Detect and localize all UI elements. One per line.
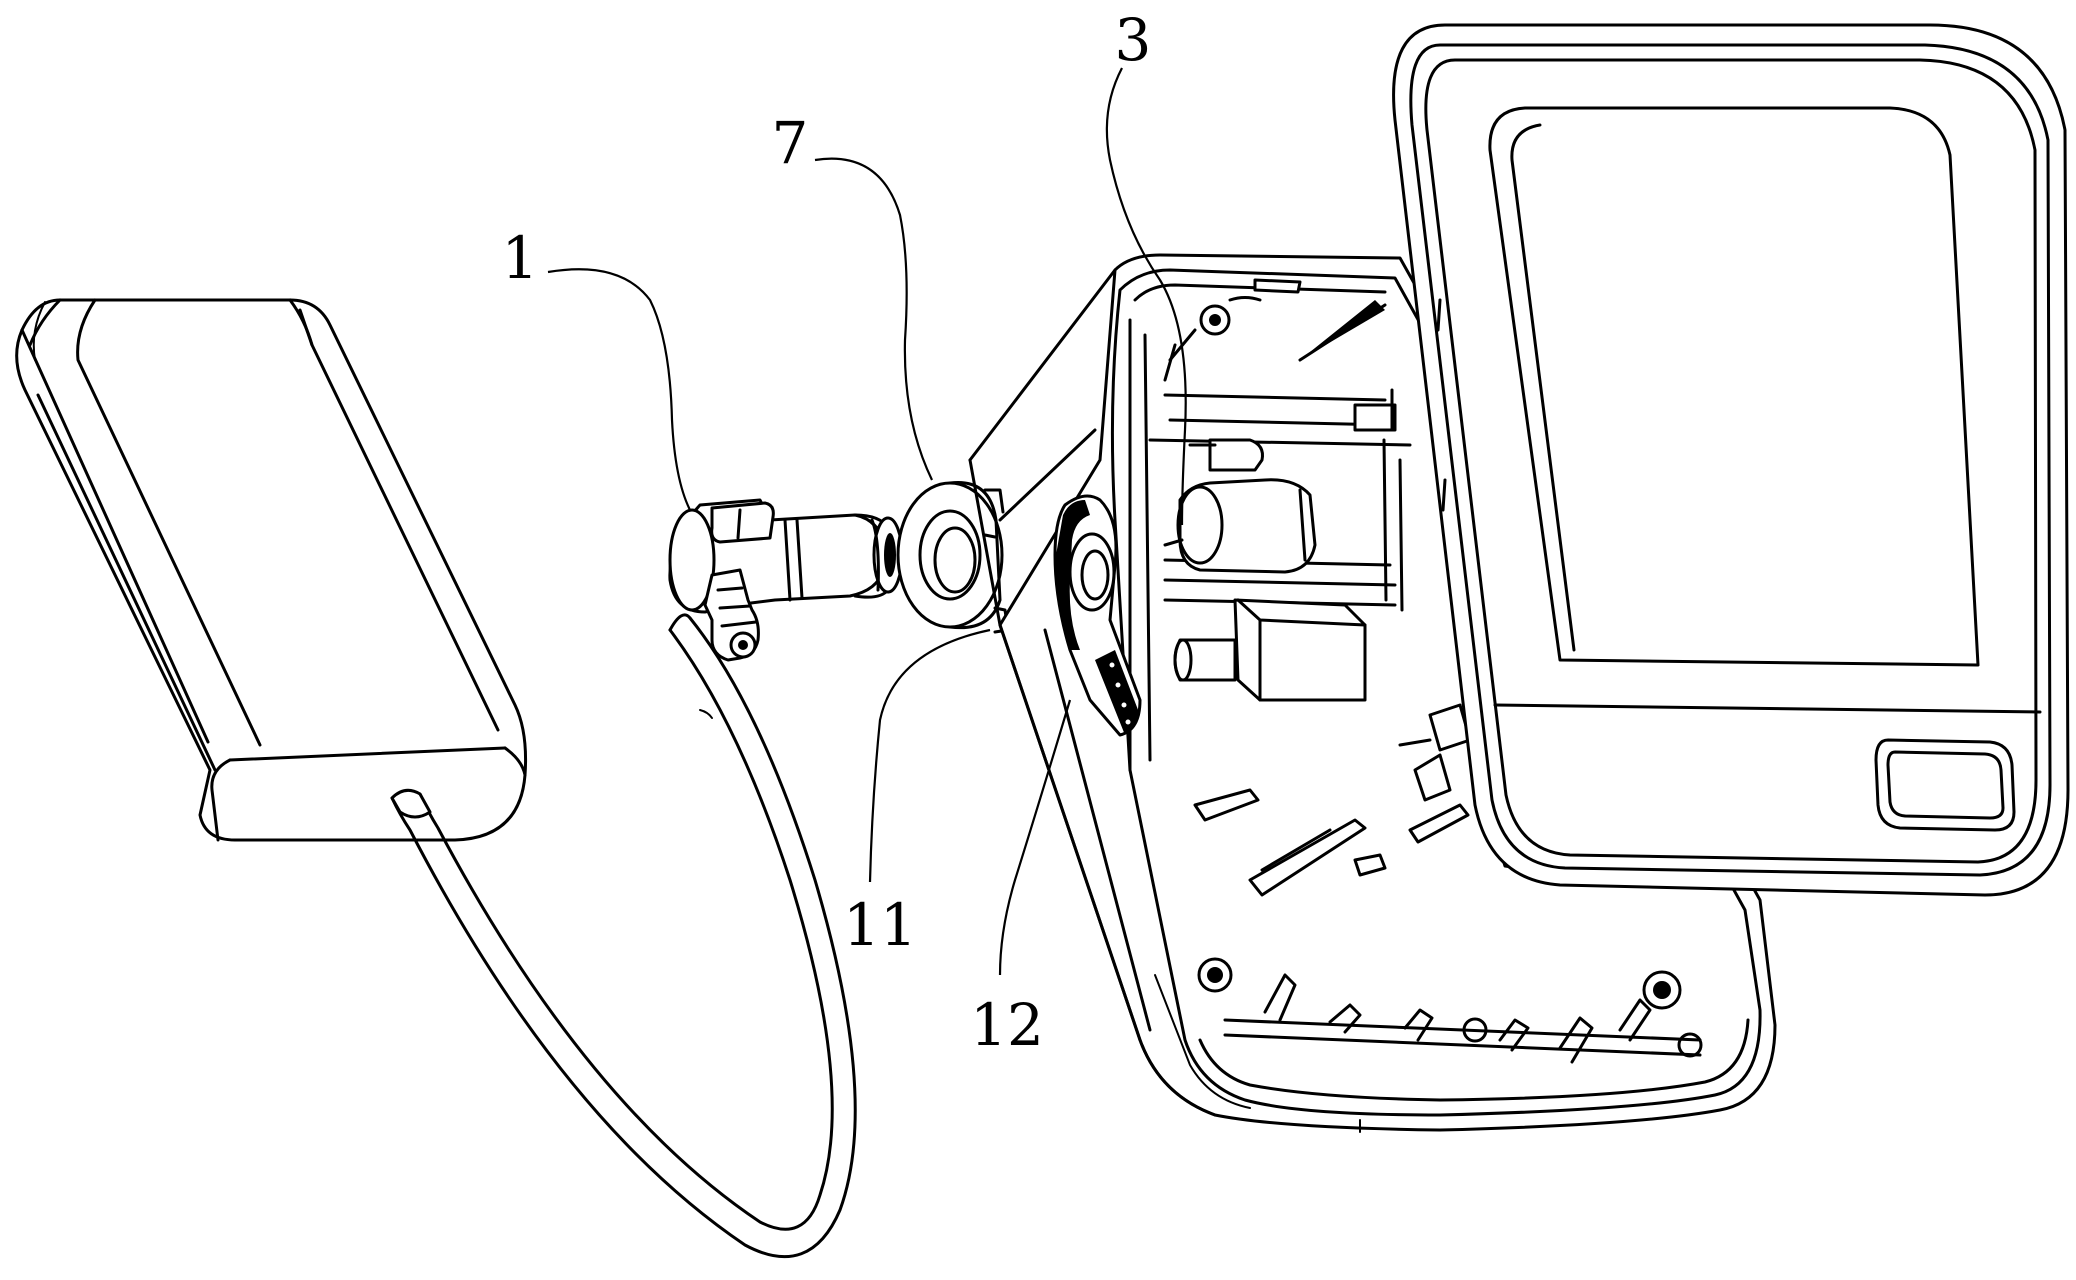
- label-3: 3: [1115, 6, 1152, 74]
- leader-1: [548, 269, 690, 510]
- label-7: 7: [772, 109, 809, 177]
- leader-7: [815, 159, 932, 480]
- leader-11: [870, 630, 990, 882]
- label-12: 12: [970, 991, 1044, 1059]
- label-11: 11: [843, 891, 917, 959]
- label-1: 1: [502, 224, 539, 292]
- cuff: [17, 300, 526, 840]
- seal-ring-part-7: [898, 482, 1008, 632]
- display-panel-upper-shell: [1384, 25, 2068, 895]
